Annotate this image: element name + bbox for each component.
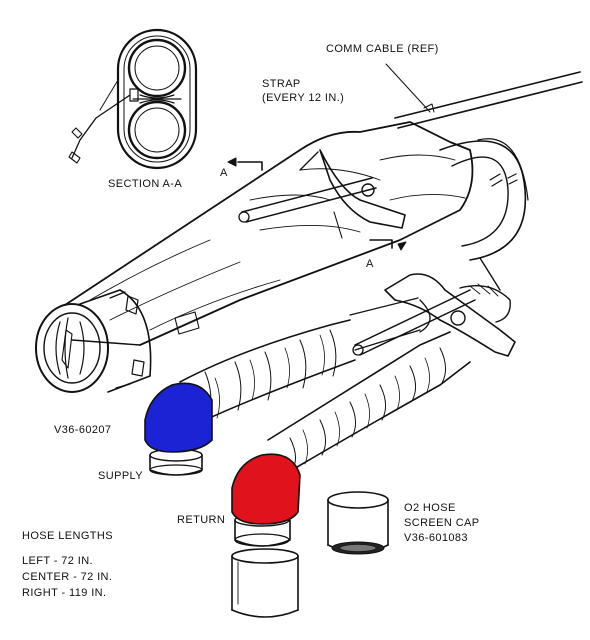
wrapped-hose-bundle [64, 121, 474, 346]
strap-lower [352, 273, 516, 357]
comm-cable-label: COMM CABLE (REF) [326, 43, 439, 55]
hose-length-left: LEFT - 72 IN. [22, 555, 94, 567]
section-marker-a-upper: A [220, 167, 228, 179]
o2-hose-screen-cap [327, 491, 389, 555]
o2-hose-label: O2 HOSE [404, 502, 456, 514]
screen-cap-label: SCREEN CAP [404, 517, 480, 529]
section-cut-markers [227, 157, 407, 251]
return-label: RETURN [177, 514, 226, 526]
section-a-a-label: SECTION A-A [108, 178, 183, 190]
loose-sleeve [231, 548, 299, 618]
return-fitting-red [231, 453, 301, 525]
comm-cable [385, 63, 583, 129]
strap-label: STRAP [262, 78, 301, 90]
hose-bend [439, 138, 529, 291]
part-number-v36-60207: V36-60207 [54, 424, 112, 436]
right-hose [267, 331, 471, 471]
hose-lengths-title: HOSE LENGTHS [22, 530, 113, 542]
supply-label: SUPPLY [98, 470, 143, 482]
center-hose [179, 297, 431, 421]
section-marker-a-lower: A [366, 258, 374, 270]
section-a-a-drawing [68, 28, 198, 170]
hose-length-right: RIGHT - 119 IN. [22, 587, 107, 599]
supply-connector [35, 289, 152, 393]
hose-length-center: CENTER - 72 IN. [22, 571, 113, 583]
strap-upper [299, 149, 406, 239]
screen-cap-part-number: V36-601083 [404, 532, 468, 544]
supply-cap [149, 448, 203, 476]
strap-interval-label: (EVERY 12 IN.) [262, 92, 345, 104]
supply-fitting-blue [144, 382, 213, 453]
